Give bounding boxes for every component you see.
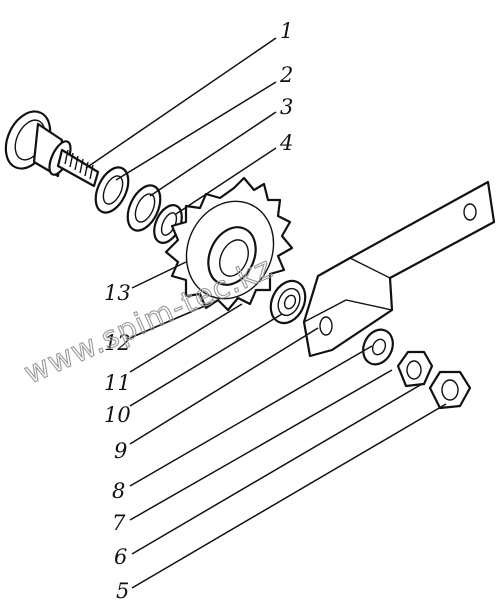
callout-7: 7: [112, 511, 126, 535]
washer-7: [362, 328, 394, 366]
leader-7: [129, 369, 393, 521]
leader-lines: [85, 37, 447, 589]
callout-9: 9: [114, 439, 127, 463]
nut-5: [428, 370, 472, 410]
leader-4: [175, 147, 277, 215]
leader-10: [129, 313, 283, 407]
bearing-bushing: [269, 279, 307, 325]
leader-6: [131, 383, 423, 555]
axle-bolt: [4, 110, 100, 188]
mounting-bracket: [302, 180, 496, 358]
washer-3: [126, 184, 162, 232]
leader-11: [129, 303, 243, 373]
leader-5: [131, 403, 447, 589]
callout-12: 12: [104, 331, 131, 355]
callout-10: 10: [104, 403, 131, 427]
leader-2: [115, 81, 277, 181]
callout-1: 1: [280, 19, 293, 43]
thread-spring: [64, 149, 94, 180]
callout-2: 2: [279, 63, 293, 87]
callout-5: 5: [116, 579, 129, 603]
callout-11: 11: [104, 371, 131, 395]
leader-3: [149, 111, 277, 197]
nut-6: [396, 350, 434, 388]
callout-6: 6: [114, 545, 127, 569]
callout-labels: 1 2 3 4 13 12 11 10 9 8 7 6 5: [104, 19, 293, 603]
washer-2: [94, 166, 130, 214]
leader-12: [129, 301, 215, 339]
leader-13: [131, 261, 187, 289]
callout-13: 13: [104, 281, 131, 305]
watermark: www.spim-tec.kz: [19, 250, 278, 391]
leader-9: [129, 327, 319, 445]
callout-4: 4: [279, 131, 293, 155]
leader-1: [85, 37, 277, 169]
sprocket-13: [164, 176, 294, 312]
callout-8: 8: [112, 479, 125, 503]
callout-3: 3: [280, 95, 293, 119]
leader-8: [129, 345, 373, 487]
